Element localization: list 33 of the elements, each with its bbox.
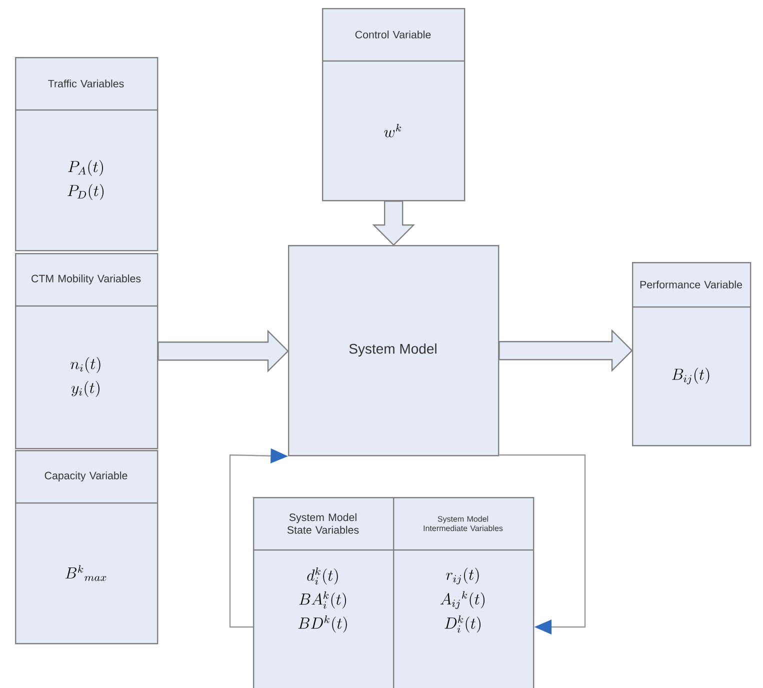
formula: $BD^k(t)$ bbox=[298, 615, 347, 633]
formula: $B^k{}_{max}$ bbox=[65, 565, 106, 581]
box-heading: System Model State Variables bbox=[287, 513, 359, 534]
formula: $P_D(t)$ bbox=[68, 184, 104, 200]
formula: $A_{ij}{}^k(t)$ bbox=[440, 591, 484, 609]
formula: $BA_i^k(t)$ bbox=[299, 591, 346, 609]
formula: $r_{ij}(t)$ bbox=[446, 568, 479, 584]
box-heading: Performance Variable bbox=[640, 280, 742, 288]
block-arrow bbox=[158, 330, 289, 373]
formula: $w^k$ bbox=[384, 124, 402, 138]
feedback-arrow bbox=[499, 454, 586, 634]
box-heading: System Model Intermediate Variables bbox=[424, 516, 503, 532]
box-heading: Traffic Variables bbox=[48, 80, 124, 88]
formula: $D_i^k(t)$ bbox=[444, 615, 480, 633]
formula: $y_i(t)$ bbox=[71, 381, 100, 397]
block-arrow bbox=[372, 200, 416, 246]
variable-box bbox=[15, 450, 158, 644]
box-heading: Control Variable bbox=[355, 30, 431, 38]
formula: $n_i(t)$ bbox=[70, 357, 100, 373]
formula: $P_A(t)$ bbox=[68, 160, 103, 176]
variable-box bbox=[15, 57, 158, 252]
formula: $d_i^k(t)$ bbox=[307, 567, 338, 585]
box-title: System Model bbox=[349, 343, 436, 357]
variable-box bbox=[15, 253, 158, 450]
variable-box bbox=[322, 8, 466, 202]
variable-box bbox=[393, 497, 534, 688]
variable-box bbox=[253, 497, 394, 688]
variable-box bbox=[288, 245, 500, 456]
box-heading: CTM Mobility Variables bbox=[32, 274, 141, 284]
formula: $B_{ij}(t)$ bbox=[672, 368, 710, 384]
variable-box bbox=[632, 262, 752, 446]
block-arrow bbox=[498, 329, 633, 372]
box-heading: Capacity Variable bbox=[44, 472, 128, 482]
